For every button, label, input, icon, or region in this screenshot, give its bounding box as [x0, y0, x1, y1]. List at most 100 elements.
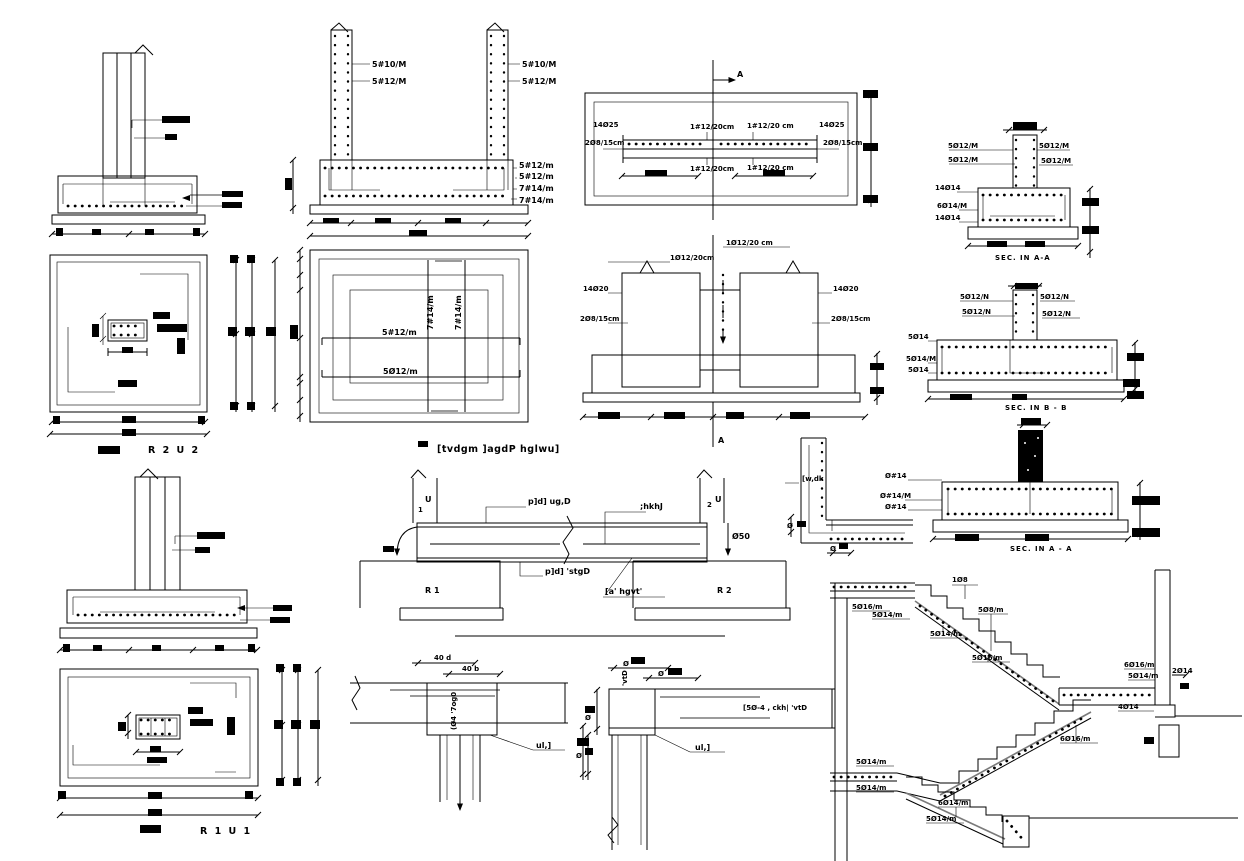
footing-section-r1	[40, 462, 330, 660]
bar-label: 7#14/m	[519, 196, 554, 205]
column-mark: U	[425, 495, 432, 504]
stair-bar-label: 5Ø14/m	[872, 611, 902, 619]
bar-label: Ø#14	[885, 472, 907, 480]
redacted-dim	[92, 229, 101, 235]
redacted-dim	[215, 645, 224, 651]
wall-section-a1: 5Ø12/M 5Ø12/M 14Ø14 6Ø14/M 14Ø14 5Ø12/M …	[935, 98, 1140, 266]
redacted-dim	[290, 325, 298, 339]
wall-section-a2-linework	[905, 418, 1160, 543]
bar-label: 2Ø8/15cm	[831, 315, 870, 323]
column-note: ul,]	[536, 741, 551, 750]
section-marker: A	[737, 70, 744, 79]
column-number: 1	[418, 506, 423, 514]
bar-label: 2Ø8/15cm	[585, 139, 624, 147]
side-dimension	[1132, 479, 1160, 540]
side-dimension	[863, 90, 878, 207]
redacted-dim	[1025, 241, 1045, 247]
redacted-dim	[122, 416, 136, 423]
redacted-label	[140, 825, 161, 833]
footing-plan-r1-linework	[56, 664, 322, 833]
redacted-dim	[1025, 534, 1049, 541]
combined-footing-elevation-linework	[285, 22, 532, 240]
divider-line	[455, 634, 725, 638]
redacted-label	[197, 532, 225, 539]
footing-section-r2-linework	[48, 44, 243, 238]
redacted-label	[195, 547, 210, 553]
side-dimension	[870, 350, 884, 405]
section-caption: SEC. IN B - B	[1005, 404, 1067, 412]
wall-section-b-linework	[924, 282, 1144, 403]
column-number: 2	[707, 501, 712, 509]
redacted-dim	[375, 218, 391, 223]
stair-bar-label: 5Ø14/m	[856, 784, 886, 792]
combined-footing-plan-linework	[290, 246, 529, 447]
redacted-dim	[118, 722, 126, 731]
redacted-dim	[950, 394, 972, 400]
wall-section-a2: Ø#14 Ø#14/M Ø#14 SEC. IN A - A	[880, 418, 1170, 558]
footing-plan-r2-caption: R 2 U 2	[148, 445, 200, 456]
redacted-dim	[1180, 683, 1189, 689]
bar-label: 1#12/20cm	[690, 165, 734, 173]
bar-label: 5Ø12/N	[1042, 310, 1071, 318]
bar-label: 2Ø8/15cm	[580, 315, 619, 323]
redacted-label	[418, 441, 428, 447]
dia-label: Ø	[787, 522, 793, 530]
redacted-dim	[150, 746, 161, 752]
redacted-dim	[93, 645, 102, 651]
wall-elevation-linework	[579, 235, 884, 447]
bar-label: Ø#14	[885, 503, 907, 511]
stair-bar-label: 5Ø8/m	[978, 606, 1004, 614]
staircase-section: 1Ø8 5Ø16/m 5Ø14/m 5Ø8/m 5Ø14/m 5Ø16/m 6Ø…	[828, 555, 1244, 861]
redacted-dim	[797, 521, 806, 527]
redacted-label	[98, 446, 120, 454]
stair-bar-label: 6Ø16/m	[1124, 661, 1154, 669]
bar-label: 14Ø25	[819, 121, 845, 129]
footing-section-r1-linework	[56, 468, 292, 654]
bar-label: 1#12/20 cm	[747, 122, 794, 130]
plan-caption: [tvdgm ]agdP hglwu]	[437, 444, 560, 455]
redacted-dim	[664, 412, 685, 419]
wall-section-b: 5Ø12/N 5Ø12/N 5Ø14 5Ø14/M 5Ø14 5Ø12/N 5Ø…	[900, 282, 1145, 413]
bar-label: 7#14/m	[454, 295, 463, 330]
redacted-dim	[56, 228, 63, 236]
redacted-dim	[1015, 283, 1038, 289]
bar-label: 14Ø25	[593, 121, 619, 129]
stair-bar-label: 5Ø16/m	[852, 603, 882, 611]
stair-bar-label: 5Ø14/m	[926, 815, 956, 823]
top-bar-note: p]d] ug,D	[528, 497, 571, 506]
dim-label: 40 d	[434, 654, 451, 662]
redacted-dim	[839, 543, 848, 549]
wall-note: [w,dk	[802, 475, 824, 483]
stair-bar-label: 5Ø14/m	[856, 758, 886, 766]
redacted-label	[383, 546, 394, 552]
bar-label: 5#12/m	[519, 161, 554, 170]
bar-label: 5#10/M	[522, 60, 556, 69]
redacted-dim	[152, 645, 161, 651]
redacted-dim	[198, 416, 205, 424]
redacted-dim	[726, 412, 744, 419]
bar-label: 5Ø12/M	[948, 156, 978, 164]
bar-label: 5#12/M	[522, 77, 556, 86]
bar-label: 5Ø12/N	[960, 293, 989, 301]
redacted-dim	[1144, 737, 1154, 744]
footing-plan-r1: R 1 U 1	[40, 662, 340, 861]
bar-label: 5Ø12/M	[1041, 157, 1071, 165]
redacted-dim	[585, 748, 593, 755]
redacted-dim	[245, 791, 253, 799]
bar-label: 1Ø12/20 cm	[726, 239, 773, 247]
bar-label: 5Ø12/m	[383, 366, 418, 376]
redacted-dim	[1021, 418, 1041, 425]
ground-note: [a' hgvt'	[605, 587, 642, 596]
combined-footing-elevation: 5#10/M 5#12/M 5#10/M 5#12/M 5#12/m 5#12/…	[285, 18, 585, 248]
redacted-label	[147, 757, 167, 763]
dia-label: Ø	[576, 752, 582, 760]
section-caption: SEC. IN A-A	[995, 254, 1051, 262]
column-note: ul,]	[695, 743, 710, 752]
corner-detail: [w,dk Ø Ø	[785, 425, 915, 575]
stirrup-note: ;hkhJ	[640, 502, 663, 511]
redacted-dim	[598, 412, 620, 419]
redacted-label	[227, 717, 235, 735]
corner-detail-linework	[785, 437, 913, 557]
redacted-dim	[122, 429, 136, 436]
